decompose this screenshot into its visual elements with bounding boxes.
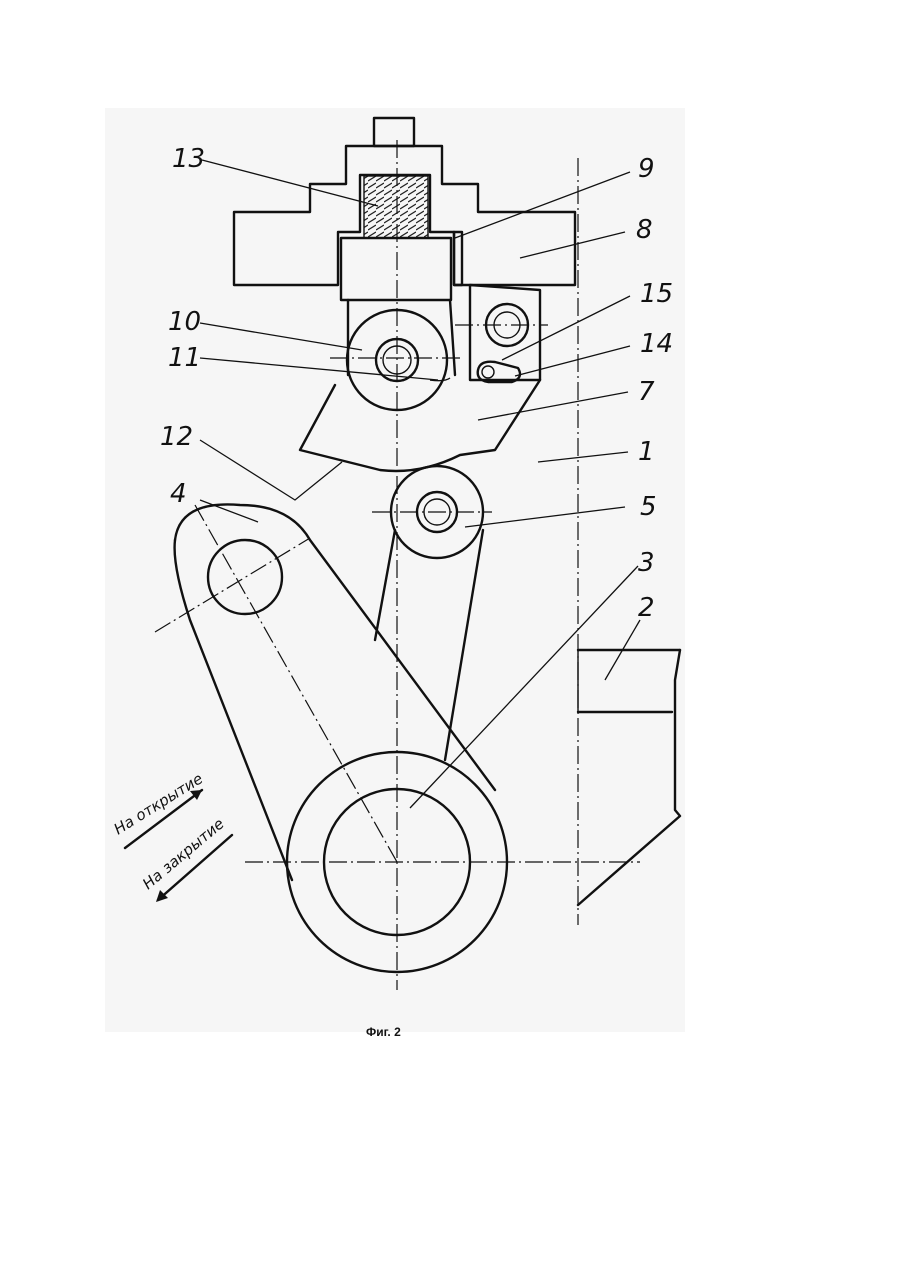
roller-5-lever [375,466,483,760]
label-13: 13 [172,144,205,174]
label-2: 2 [638,593,655,623]
body-1-2 [578,158,680,925]
label-1: 1 [638,437,655,467]
direction-open-label: На открытие [111,769,206,838]
label-7: 7 [638,377,655,407]
pivot-pin-15 [478,304,528,382]
spring-13 [364,176,428,238]
label-9: 9 [638,154,655,184]
label-8: 8 [636,215,653,245]
label-5: 5 [640,492,657,522]
bolt-head [374,118,414,146]
label-11: 11 [168,343,201,373]
figure-caption: Фиг. 2 [366,1025,401,1039]
label-14: 14 [640,329,673,359]
label-15: 15 [640,279,673,309]
center-lines [155,140,640,990]
label-10: 10 [168,307,201,337]
label-12: 12 [160,422,193,452]
label-4: 4 [170,479,187,509]
plunger-9 [341,238,451,300]
label-3: 3 [638,548,655,578]
